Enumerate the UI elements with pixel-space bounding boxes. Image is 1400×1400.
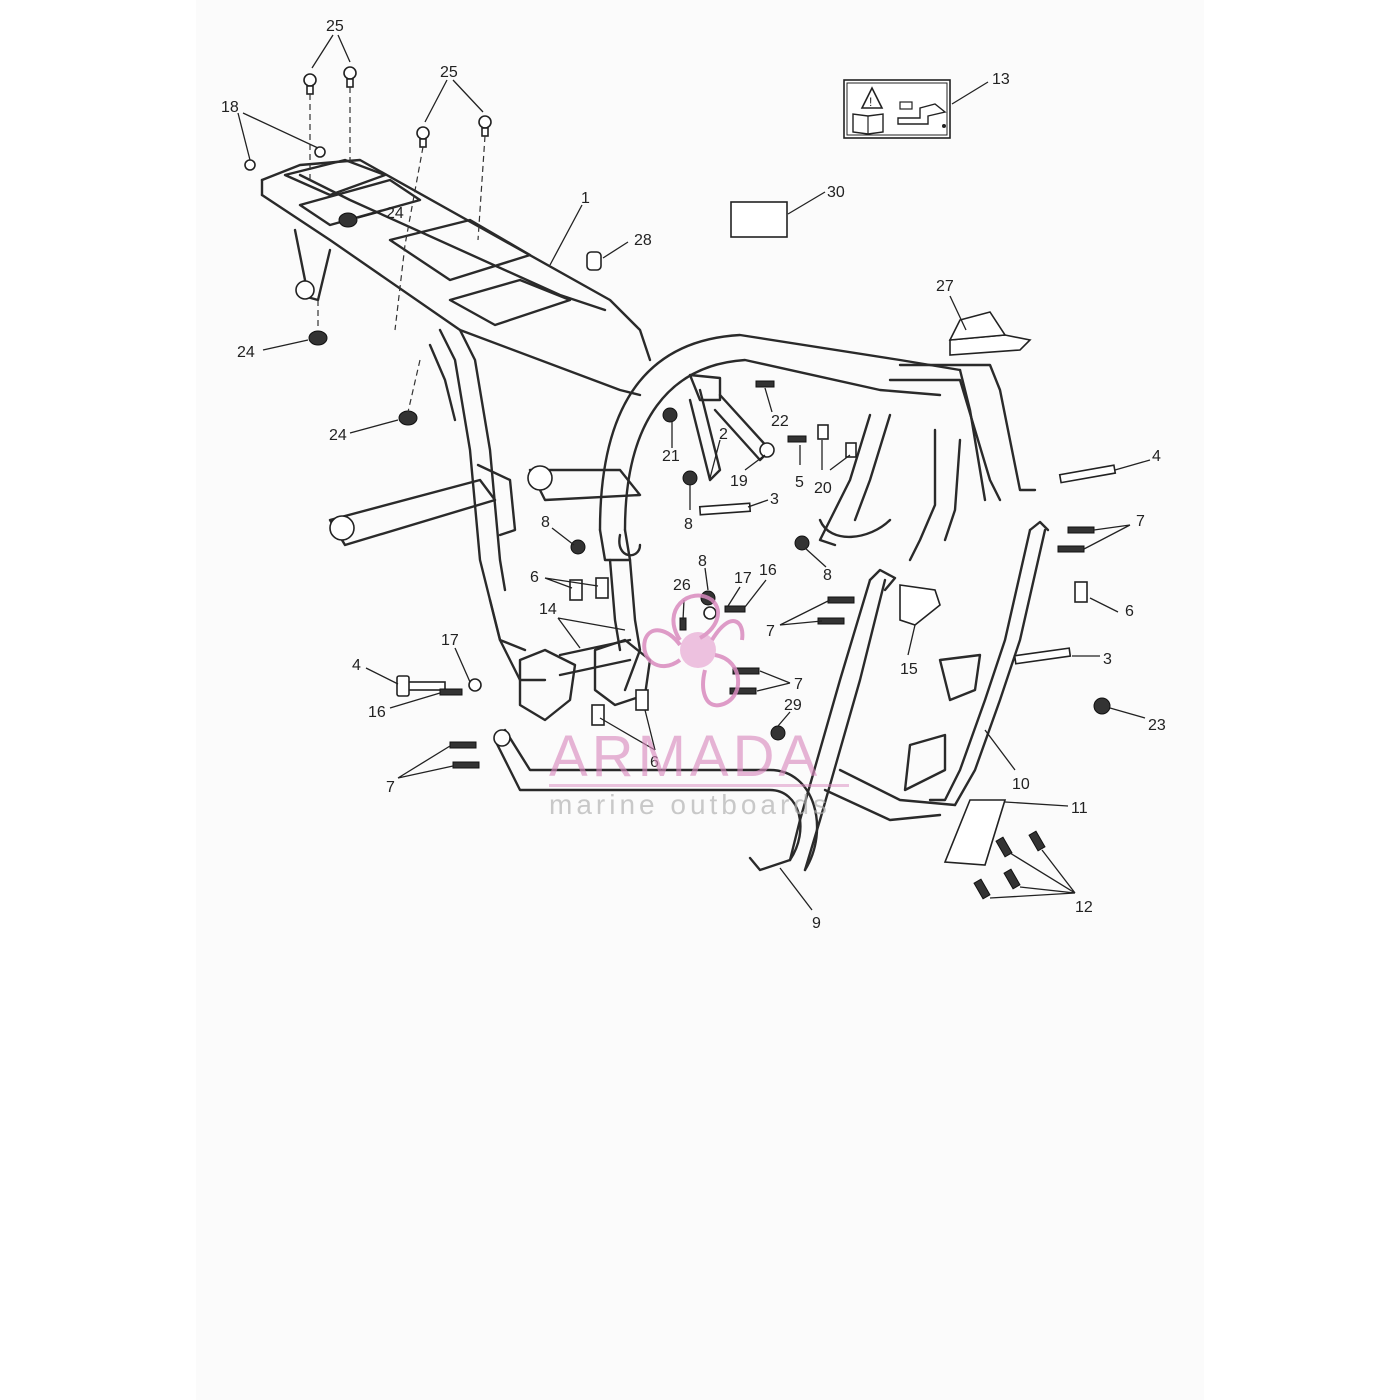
callout-27: 27 bbox=[936, 278, 954, 295]
assembly-dashed-lines bbox=[309, 87, 486, 413]
callout-numbers: 25 25 18 24 24 24 1 28 13 30 27 22 2 21 … bbox=[221, 18, 1166, 932]
main-frame bbox=[260, 158, 1037, 722]
callout-6: 6 bbox=[1125, 603, 1134, 620]
callout-7: 7 bbox=[794, 676, 803, 693]
callout-7: 7 bbox=[386, 779, 395, 796]
manual-book-icon bbox=[852, 113, 884, 135]
lower-cradle-right bbox=[823, 520, 1050, 822]
callout-9: 9 bbox=[812, 915, 821, 932]
callout-4: 4 bbox=[1152, 448, 1161, 465]
watermark-tagline: marine outboards bbox=[549, 789, 831, 820]
callout-25: 25 bbox=[440, 64, 458, 81]
callout-6: 6 bbox=[650, 754, 659, 771]
callout-15: 15 bbox=[900, 661, 918, 678]
callout-3: 3 bbox=[770, 491, 779, 508]
callout-2: 2 bbox=[719, 426, 728, 443]
callout-24: 24 bbox=[329, 427, 347, 444]
callout-8: 8 bbox=[541, 514, 550, 531]
callout-3: 3 bbox=[1103, 651, 1112, 668]
callout-7: 7 bbox=[1136, 513, 1145, 530]
callout-4: 4 bbox=[352, 657, 361, 674]
callout-16: 16 bbox=[368, 704, 386, 721]
watermark-brand: ARMADA bbox=[549, 724, 821, 789]
fasteners bbox=[244, 66, 1117, 900]
callout-25: 25 bbox=[326, 18, 344, 35]
callout-17: 17 bbox=[441, 632, 459, 649]
callout-14: 14 bbox=[539, 601, 557, 618]
watermark-underline bbox=[549, 784, 849, 787]
warning-triangle-icon: ! bbox=[860, 86, 884, 109]
callout-8: 8 bbox=[698, 553, 707, 570]
callout-8: 8 bbox=[823, 567, 832, 584]
callout-10: 10 bbox=[1012, 776, 1030, 793]
warning-label-13: ! bbox=[843, 79, 951, 139]
propeller-logo-icon bbox=[642, 593, 745, 708]
callout-1: 1 bbox=[581, 190, 590, 207]
callout-24: 24 bbox=[386, 205, 404, 222]
callout-5: 5 bbox=[795, 474, 804, 491]
callout-21: 21 bbox=[662, 448, 680, 465]
callout-18: 18 bbox=[221, 99, 239, 116]
callout-23: 23 bbox=[1148, 717, 1166, 734]
callout-24: 24 bbox=[237, 344, 255, 361]
oil-can-icon bbox=[897, 101, 947, 128]
callout-13: 13 bbox=[992, 71, 1010, 88]
callout-30: 30 bbox=[827, 184, 845, 201]
leader-lines bbox=[237, 34, 1151, 911]
callout-8: 8 bbox=[684, 516, 693, 533]
label-plate-30 bbox=[730, 201, 788, 238]
callout-19: 19 bbox=[730, 473, 748, 490]
watermark: ARMADA marine outboards bbox=[549, 593, 849, 820]
callout-17: 17 bbox=[734, 570, 752, 587]
diagram-sheet bbox=[196, 0, 1204, 1400]
callout-20: 20 bbox=[814, 480, 832, 497]
callout-7: 7 bbox=[766, 623, 775, 640]
callout-16: 16 bbox=[759, 562, 777, 579]
lower-cradle-left bbox=[493, 568, 897, 872]
callout-11: 11 bbox=[1071, 800, 1088, 817]
callout-6: 6 bbox=[530, 569, 539, 586]
svg-text:!: ! bbox=[869, 95, 872, 109]
callout-12: 12 bbox=[1075, 899, 1093, 916]
callout-29: 29 bbox=[784, 697, 802, 714]
callout-28: 28 bbox=[634, 232, 652, 249]
callout-22: 22 bbox=[771, 413, 789, 430]
callout-26: 26 bbox=[673, 577, 691, 594]
